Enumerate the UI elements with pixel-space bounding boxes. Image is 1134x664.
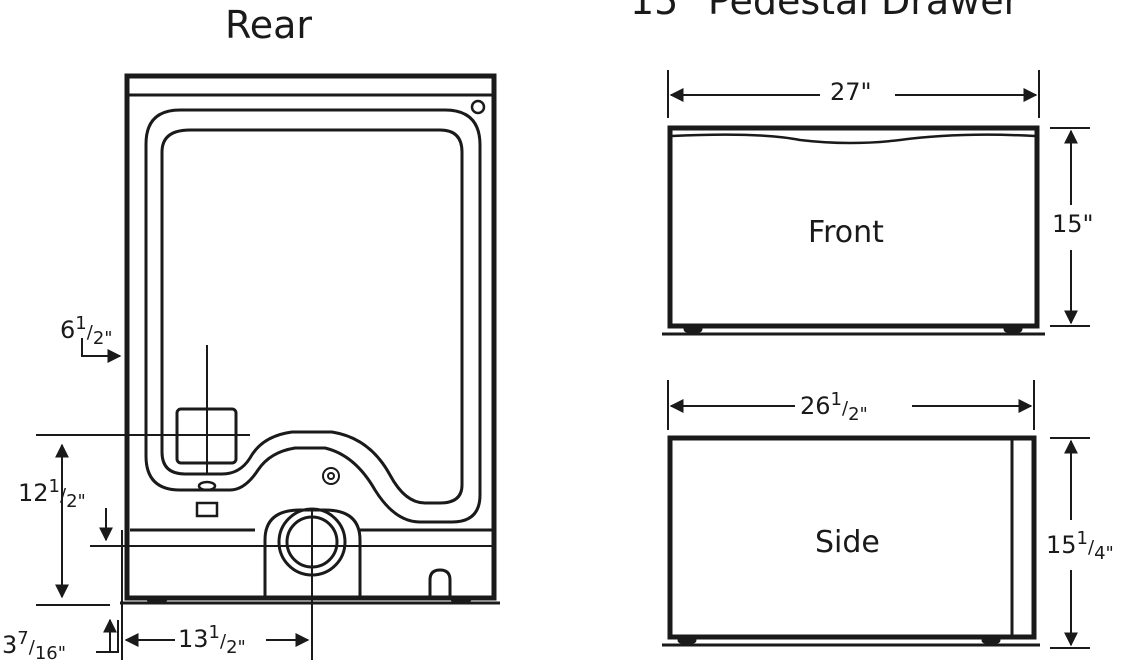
drawer-handle-curve — [671, 133, 1036, 145]
hose-hook — [428, 568, 452, 598]
pedestal-front-drawing — [662, 70, 1090, 336]
dim-6-half-label: 61/2" — [60, 313, 113, 349]
dim-3-7-16-label: 37/16" — [2, 628, 66, 664]
side-label: Side — [815, 525, 880, 560]
rear-title: Rear — [225, 3, 312, 47]
dim-12-half-label: 121/2" — [18, 476, 86, 512]
rear-washer-drawing — [36, 73, 500, 660]
pedestal-side-box — [667, 435, 1037, 640]
foot-left — [146, 595, 168, 603]
small-connector — [195, 501, 219, 518]
width-front-label: 27" — [830, 78, 872, 106]
pedestal-side-drawing — [662, 380, 1090, 649]
valve-knob-inner — [327, 472, 335, 480]
pedestal-title: 15" Pedestal Drawer — [630, 0, 1020, 23]
back-panel-outer — [144, 108, 482, 524]
height-side-label: 151/4" — [1046, 528, 1114, 564]
leader-3-7-16 — [96, 620, 119, 653]
back-panel-inner — [160, 128, 464, 505]
leader-6-half — [81, 338, 122, 363]
top-screw-hole — [470, 99, 486, 115]
washer-cabinet — [124, 73, 497, 601]
height-front-label: 15" — [1052, 210, 1094, 238]
small-port — [197, 480, 217, 492]
width-side-label: 261/2" — [800, 389, 868, 425]
pedestal-front-box — [667, 125, 1040, 329]
front-label: Front — [808, 215, 884, 250]
dim-13-half-label: 131/2" — [178, 622, 246, 658]
foot-right — [450, 595, 472, 603]
valve-knob-outer — [322, 467, 340, 485]
